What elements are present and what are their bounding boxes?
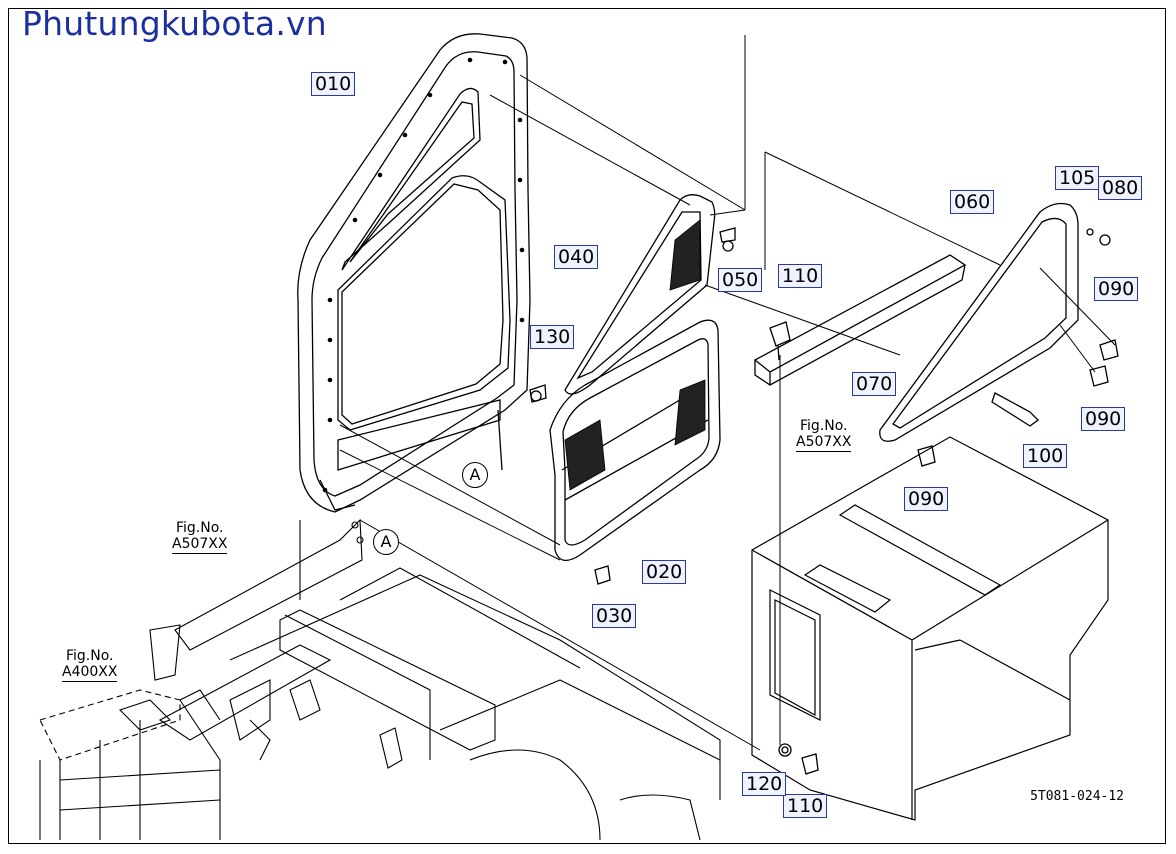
page-frame: [8, 8, 1166, 844]
figure-reference-code: A400XX: [62, 664, 118, 682]
callout-070[interactable]: 070: [852, 372, 897, 396]
figure-reference-prefix: Fig.No.: [65, 648, 114, 664]
chassis-frame: [39, 518, 721, 841]
callout-090[interactable]: 090: [1081, 407, 1126, 431]
callout-050[interactable]: 050: [718, 268, 763, 292]
callout-130[interactable]: 130: [530, 325, 575, 349]
reference-mark-a: A: [462, 462, 488, 488]
callout-120[interactable]: 120: [742, 772, 787, 796]
callout-040[interactable]: 040: [554, 245, 599, 269]
drawing-code: 5T081-024-12: [1030, 789, 1124, 804]
brand-watermark: Phutungkubota.vn: [22, 4, 327, 43]
callout-100[interactable]: 100: [1023, 444, 1068, 468]
callout-060[interactable]: 060: [950, 190, 995, 214]
large-filter-part: [549, 319, 721, 562]
callout-030[interactable]: 030: [592, 604, 637, 628]
figure-reference-prefix: Fig.No.: [799, 418, 848, 434]
figure-reference[interactable]: Fig.No. A400XX: [62, 648, 118, 682]
figure-reference[interactable]: Fig.No. A507XX: [796, 418, 852, 452]
side-panel-frame-part: [879, 202, 1079, 442]
figure-reference-code: A507XX: [172, 536, 228, 554]
callout-110[interactable]: 110: [778, 264, 823, 288]
small-filter-part: [564, 194, 716, 395]
figure-reference[interactable]: Fig.No. A507XX: [172, 520, 228, 554]
fastener-bolts: [529, 227, 1119, 775]
assembly-leader-lines: [339, 35, 1116, 751]
callout-090[interactable]: 090: [904, 487, 949, 511]
callout-090[interactable]: 090: [1094, 277, 1139, 301]
door-frame-part: [297, 33, 531, 513]
callout-080[interactable]: 080: [1098, 176, 1143, 200]
callout-110[interactable]: 110: [783, 794, 828, 818]
bracket-bar-part: [753, 254, 967, 387]
reference-mark-a: A: [373, 529, 399, 555]
callout-020[interactable]: 020: [642, 560, 687, 584]
housing-box: [751, 436, 1109, 821]
figure-reference-prefix: Fig.No.: [175, 520, 224, 536]
callout-105[interactable]: 105: [1055, 166, 1100, 190]
callout-010[interactable]: 010: [311, 72, 356, 96]
figure-reference-code: A507XX: [796, 434, 852, 452]
